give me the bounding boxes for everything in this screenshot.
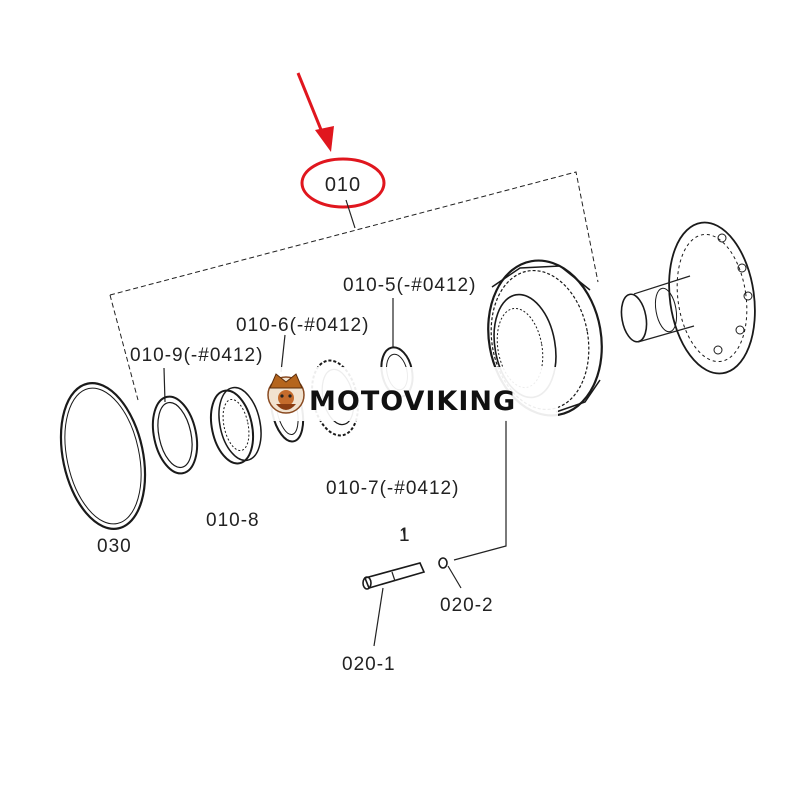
washer-020-2 xyxy=(438,557,448,569)
label-010-7: 010-7(-#0412) xyxy=(326,478,459,499)
watermark-text: MOTOVIKING xyxy=(309,386,516,417)
ring-010-9 xyxy=(151,395,199,475)
label-020-2: 020-2 xyxy=(440,595,494,616)
label-010-8: 010-8 xyxy=(206,510,260,531)
leader-lines xyxy=(163,298,507,647)
assembly-bracket xyxy=(109,171,599,401)
callout-010: 010 xyxy=(325,174,361,196)
highlight-arrow xyxy=(296,72,334,152)
viking-logo-icon xyxy=(267,373,305,414)
o-ring-030 xyxy=(59,382,147,530)
label-010-5: 010-5(-#0412) xyxy=(343,275,476,296)
output-flange xyxy=(620,221,756,375)
highlight-circle xyxy=(300,157,386,209)
label-030: 030 xyxy=(97,536,132,557)
bolt-020-1 xyxy=(362,562,426,590)
pump-housing xyxy=(487,259,603,417)
bearing-010-8 xyxy=(209,386,262,465)
label-1: 1 xyxy=(399,525,411,546)
watermark: MOTOVIKING xyxy=(262,367,558,421)
label-020-1: 020-1 xyxy=(342,654,396,675)
label-010-9: 010-9(-#0412) xyxy=(130,345,263,366)
label-010-6: 010-6(-#0412) xyxy=(236,315,369,336)
